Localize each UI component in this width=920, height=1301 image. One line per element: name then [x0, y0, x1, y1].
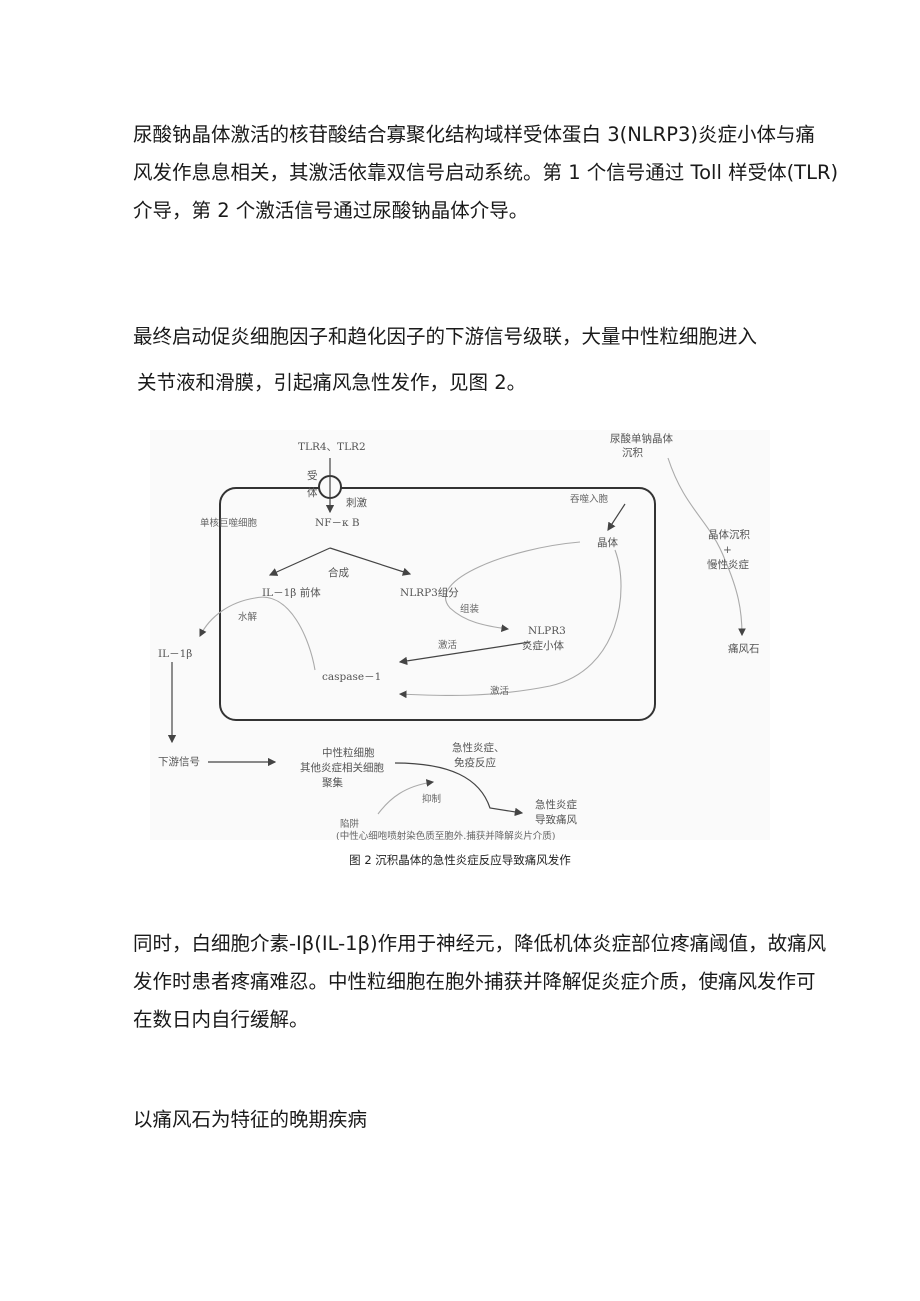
arrow-hydrolysis: [199, 596, 316, 671]
label-caspase: caspase－1: [322, 671, 381, 683]
label-neutrophil: 其他炎症相关细胞: [300, 761, 384, 774]
label-assemble: 组装: [460, 603, 480, 615]
label-deposit: +: [723, 544, 732, 556]
label-downstream-signal: 下游信号: [158, 755, 200, 768]
macrophage-cell-outline: [219, 487, 656, 721]
label-nfkb: NF－κ B: [315, 517, 360, 529]
text-line: 介导，第 2 个激活信号通过尿酸钠晶体介导。: [133, 199, 529, 222]
paragraph-pain-mechanism: 同时，白细胞介素-Iβ(IL-1β)作用于神经元，降低机体炎症部位疼痛阈值，故痛…: [133, 925, 827, 1039]
label-activate: 激活: [438, 639, 458, 651]
label-msu-crystal: 尿酸单钠晶体: [610, 432, 673, 445]
figure-background: [150, 430, 770, 840]
text-line: 关节液和滑膜，引起痛风急性发作，见图 2。: [137, 371, 527, 394]
text-line: 发作时患者疼痛难忍。中性粒细胞在胞外捕获并降解促炎症介质，使痛风发作可: [133, 970, 816, 993]
label-tlr: TLR4、TLR2: [298, 441, 366, 453]
label-acute-immune: 免疫反应: [454, 756, 496, 769]
text-line: 以痛风石为特征的晚期疾病: [133, 1108, 368, 1131]
figure-caption: 图 2 沉积晶体的急性炎症反应导致痛风发作: [349, 853, 571, 867]
arrow-crystal-to-inflammasome: [445, 541, 581, 632]
label-msu-crystal: 沉积: [622, 446, 643, 459]
label-neutrophil: 中性粒细胞: [322, 746, 375, 759]
label-trap: 陷阱: [340, 818, 360, 830]
gout-pathway-diagram: TLR4、TLR2 受 体 刺激 NF－κ B 单核巨噬细胞 吞噬入胞 晶体 合…: [150, 430, 770, 840]
arrow-to-nlrp3-component: [329, 547, 412, 576]
label-monocyte: 单核巨噬细胞: [200, 517, 258, 529]
arrow-trap-inhibit: [377, 779, 435, 815]
paragraph-signal-cascade: 最终启动促炎细胞因子和趋化因子的下游信号级联，大量中性粒细胞进入 关节液和滑膜，…: [133, 318, 803, 402]
arrow-crystal-activate: [398, 549, 622, 699]
label-synthesis: 合成: [328, 566, 349, 579]
label-acute-gout: 急性炎症: [535, 798, 577, 811]
label-hydrolysis: 水解: [238, 611, 258, 623]
label-inflammasome: NLPR3: [528, 625, 566, 637]
label-receptor: 受: [307, 470, 318, 482]
label-tophus: 痛风石: [728, 642, 760, 655]
label-receptor: 体: [307, 487, 318, 499]
label-neutrophil: 聚集: [322, 776, 343, 789]
label-acute-gout: 导致痛风: [535, 813, 577, 826]
label-inflammasome: 炎症小体: [522, 639, 564, 652]
arrow-to-il1b-precursor: [268, 547, 331, 576]
arrow-phagocytosis: [607, 503, 626, 532]
label-inhibit: 抑制: [422, 793, 441, 805]
arrow-activate-caspase: [398, 641, 531, 666]
arrow-deposit-to-tophus: [667, 457, 746, 637]
label-deposit: 晶体沉积: [708, 528, 750, 541]
text-line: 在数日内自行缓解。: [133, 1008, 309, 1031]
label-crystal: 晶体: [597, 537, 618, 549]
label-il1b-precursor: IL－1β 前体: [262, 586, 321, 599]
label-activate: 激活: [490, 685, 510, 697]
label-nlrp3-component: NLRP3组分: [400, 586, 459, 599]
label-deposit: 慢性炎症: [707, 558, 749, 571]
text-line: 最终启动促炎细胞因子和趋化因子的下游信号级联，大量中性粒细胞进入: [133, 325, 758, 348]
diagram-canvas: TLR4、TLR2 受 体 刺激 NF－κ B 单核巨噬细胞 吞噬入胞 晶体 合…: [150, 430, 770, 840]
label-stimulate: 刺激: [346, 496, 367, 509]
label-phagocytose: 吞噬入胞: [570, 493, 609, 505]
paragraph-nlrp3-intro: 尿酸钠晶体激活的核苷酸结合寡聚化结构域样受体蛋白 3(NLRP3)炎症小体与痛 …: [133, 116, 839, 230]
label-il1b: IL－1β: [158, 648, 192, 660]
text-line: 风发作息息相关，其激活依靠双信号启动系统。第 1 个信号通过 Toll 样受体(…: [133, 161, 839, 184]
text-line: 尿酸钠晶体激活的核苷酸结合寡聚化结构域样受体蛋白 3(NLRP3)炎症小体与痛: [133, 123, 815, 146]
text-line: 同时，白细胞介素-Iβ(IL-1β)作用于神经元，降低机体炎症部位疼痛阈值，故痛…: [133, 932, 827, 955]
label-note: (中性心细咆喷射染色质至胞外.捕获并降解炎片介质): [336, 830, 555, 840]
section-heading-late-disease: 以痛风石为特征的晚期疾病: [133, 1101, 803, 1139]
label-acute-immune: 急性炎症、: [452, 741, 505, 754]
arrow-to-acute-gout: [394, 762, 524, 817]
